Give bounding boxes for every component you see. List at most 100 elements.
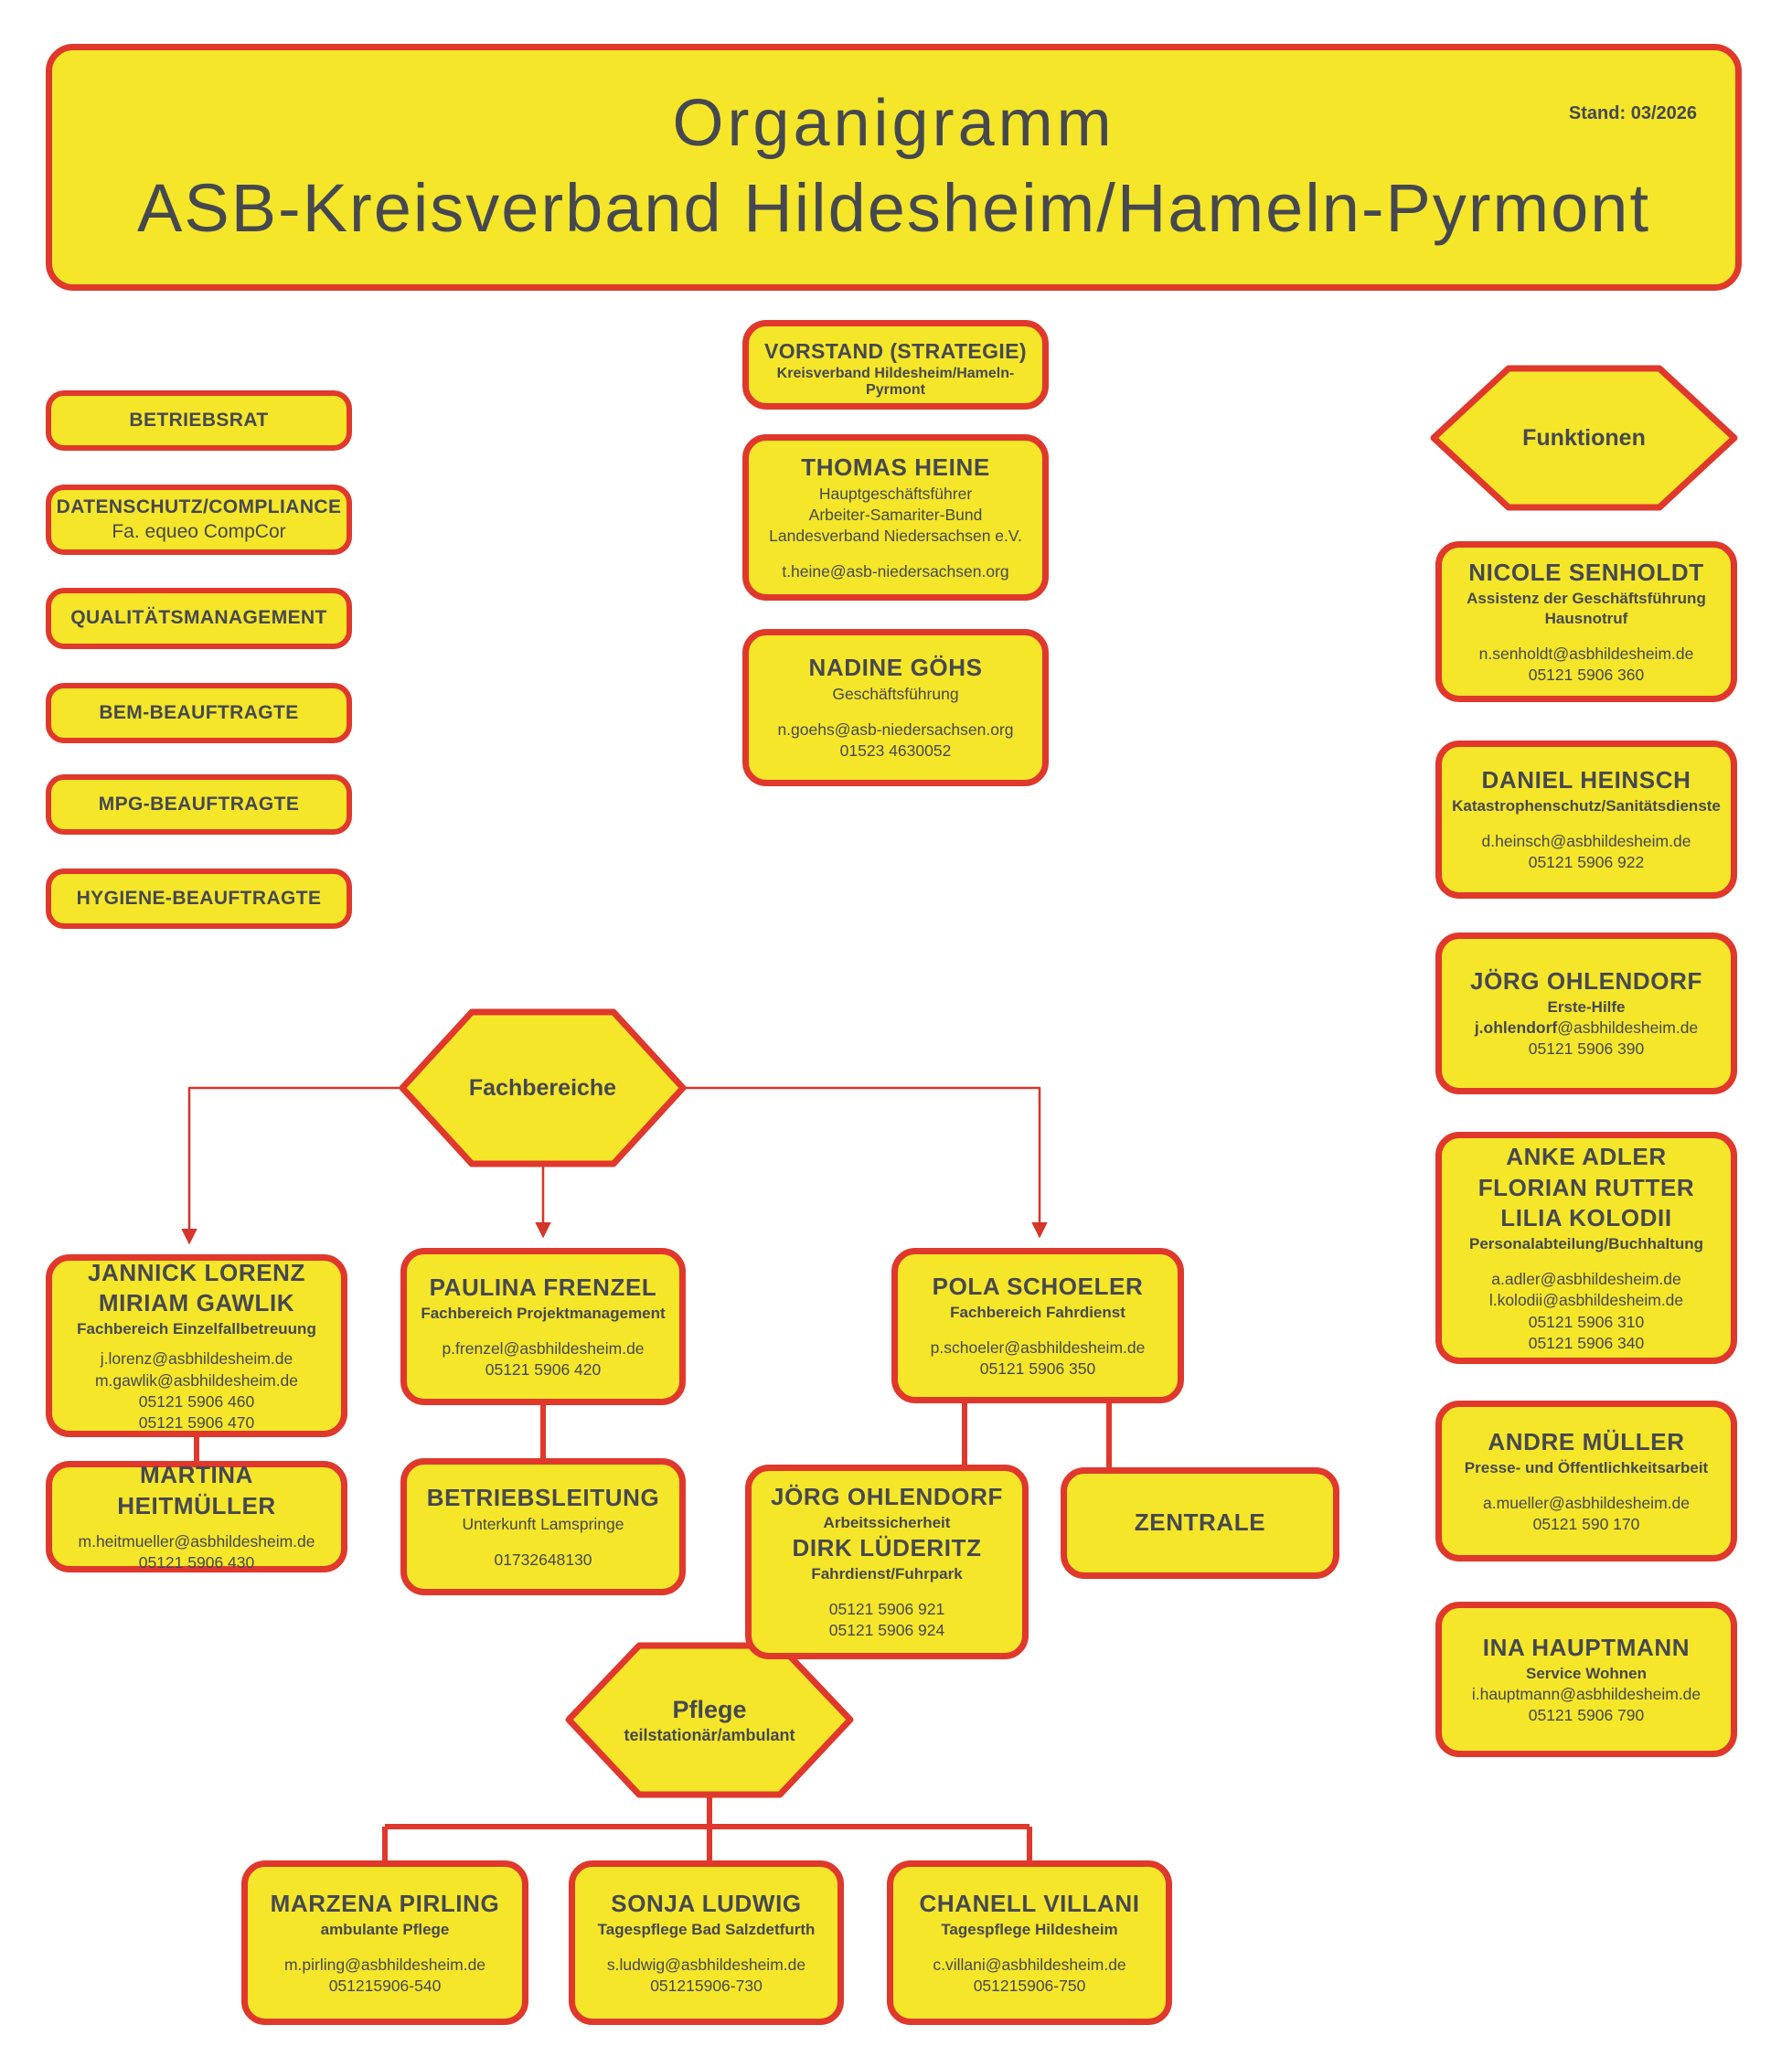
person-role: Assistenz der Geschäftsführung [1467, 589, 1706, 607]
person-role: Tagespflege Hildesheim [941, 1920, 1118, 1938]
person-name: PAULINA FRENZEL [429, 1273, 657, 1301]
contact-phone: 05121 590 170 [1532, 1514, 1640, 1533]
person-name: DANIEL HEINSCH [1481, 766, 1691, 794]
contact-phone: 01523 4630052 [839, 741, 952, 761]
person-name: LILIA KOLODII [1500, 1204, 1672, 1232]
contact-email: p.frenzel@asbhildesheim.de [442, 1338, 645, 1358]
node-zentrale: ZENTRALE [1061, 1467, 1339, 1579]
node-nadine-goehs: NADINE GÖHS Geschäftsführung n.goehs@asb… [742, 629, 1049, 786]
page-subtitle: ASB-Kreisverband Hildesheim/Hameln-Pyrmo… [136, 170, 1651, 247]
person-name: ANDRE MÜLLER [1488, 1427, 1685, 1455]
connector-thick-links [194, 1400, 1112, 1865]
contact-email: i.hauptmann@asbhildesheim.de [1471, 1684, 1701, 1703]
node-marzena-pirling: MARZENA PIRLING ambulante Pflege m.pirli… [241, 1860, 528, 2025]
node-paulina-frenzel: PAULINA FRENZEL Fachbereich Projektmanag… [400, 1248, 686, 1405]
contact-phone: 05121 5906 790 [1528, 1705, 1645, 1724]
contact-phone: 051215906-730 [650, 1976, 763, 1995]
person-name: ANKE ADLER [1506, 1142, 1667, 1170]
contact-phone: 05121 5906 350 [979, 1359, 1096, 1378]
contact-email: j.lorenz@asbhildesheim.de [100, 1349, 293, 1369]
contact-phone: 05121 5906 340 [1528, 1334, 1645, 1353]
contact-email: m.gawlik@asbhildesheim.de [94, 1370, 299, 1390]
node-nicole-senholdt: NICOLE SENHOLDT Assistenz der Geschäftsf… [1435, 541, 1737, 702]
person-role: Arbeiter-Samariter-Bund [808, 505, 983, 524]
pflege-hexagon-label: Pflege teilstationär/ambulant [569, 1646, 850, 1795]
contact-phone: 05121 5906 430 [138, 1552, 255, 1572]
funktionen-hexagon-label: Funktionen [1434, 368, 1734, 507]
contact-phone: 051215906-750 [973, 1976, 1086, 1995]
contact-email: m.pirling@asbhildesheim.de [283, 1955, 486, 1974]
contact-email: j.ohlendorf@asbhildesheim.de [1475, 1018, 1698, 1039]
node-title: BETRIEBSLEITUNG [426, 1483, 660, 1511]
connector-fachbereiche-right [683, 1086, 1048, 1239]
contact-block: d.heinsch@asbhildesheim.de 05121 5906 92… [1482, 831, 1691, 874]
person-name: POLA SCHOELER [932, 1272, 1144, 1300]
contact-phone: 05121 5906 922 [1528, 853, 1645, 872]
contact-block: n.goehs@asb-niedersachsen.org 01523 4630… [777, 719, 1013, 762]
contact-phone: 05121 5906 360 [1528, 665, 1645, 684]
person-role: Presse- und Öffentlichkeitsarbeit [1464, 1458, 1709, 1476]
node-einzelfallbetreuung: JANNICK LORENZ MIRIAM GAWLIK Fachbereich… [46, 1254, 347, 1437]
contact-email: c.villani@asbhildesheim.de [933, 1955, 1126, 1974]
node-subtitle: Unterkunft Lamspringe [462, 1514, 624, 1533]
contact-block: 05121 5906 921 05121 5906 924 [829, 1599, 945, 1642]
person-role: Katastrophenschutz/Sanitätsdienste [1452, 797, 1721, 815]
person-name: MARTINA HEITMÜLLER [117, 1460, 276, 1519]
person-role: Personalabteilung/Buchhaltung [1469, 1235, 1703, 1253]
contact-email-domain: @asbhildesheim.de [1557, 1018, 1699, 1038]
contact-email: p.schoeler@asbhildesheim.de [930, 1338, 1146, 1357]
contact-block: m.heitmueller@asbhildesheim.de 05121 590… [79, 1531, 315, 1574]
node-vorstand: VORSTAND (STRATEGIE) Kreisverband Hildes… [742, 320, 1049, 410]
node-personalabteilung: ANKE ADLER FLORIAN RUTTER LILIA KOLODII … [1435, 1132, 1737, 1364]
contact-block: j.lorenz@asbhildesheim.de m.gawlik@asbhi… [95, 1348, 298, 1434]
version-stamp: Stand: 03/2026 [1568, 103, 1697, 123]
node-chanell-villani: CHANELL VILLANI Tagespflege Hildesheim c… [887, 1860, 1172, 2025]
hex-subtitle: teilstationär/ambulant [624, 1725, 795, 1744]
person-role: Fahrdienst/Fuhrpark [811, 1565, 963, 1583]
person-name: JANNICK LORENZ [87, 1258, 306, 1286]
title-banner: Organigramm ASB-Kreisverband Hildesheim/… [46, 44, 1742, 291]
person-role: Geschäftsführung [832, 685, 959, 704]
node-andre-mueller: ANDRE MÜLLER Presse- und Öffentlichkeits… [1435, 1401, 1737, 1561]
node-joerg-ohlendorf-erste-hilfe: JÖRG OHLENDORF Erste-Hilfe j.ohlendorf@a… [1435, 933, 1737, 1094]
hex-title: Funktionen [1522, 424, 1646, 451]
node-label: BEM-BEAUFTRAGTE [99, 701, 299, 723]
person-name: FLORIAN RUTTER [1477, 1173, 1695, 1201]
contact-email: n.goehs@asb-niedersachsen.org [777, 720, 1014, 740]
contact-phone: 051215906-540 [328, 1976, 442, 1995]
person-name: JÖRG OHLENDORF [771, 1483, 1003, 1511]
person-name: NADINE GÖHS [808, 654, 983, 682]
contact-email: l.kolodii@asbhildesheim.de [1488, 1291, 1684, 1310]
contact-block: p.schoeler@asbhildesheim.de 05121 5906 3… [931, 1338, 1146, 1380]
node-thomas-heine: THOMAS HEINE Hauptgeschäftsführer Arbeit… [742, 434, 1049, 601]
node-label: QUALITÄTSMANAGEMENT [70, 607, 327, 629]
contact-phone: 05121 5906 921 [828, 1600, 945, 1619]
person-role: Hauptgeschäftsführer [818, 484, 973, 503]
fachbereiche-hexagon [399, 1008, 687, 1167]
contact-email-user: j.ohlendorf [1474, 1018, 1558, 1038]
contact-phone: 05121 5906 924 [828, 1621, 945, 1640]
node-title: VORSTAND (STRATEGIE) [764, 339, 1027, 363]
node-datenschutz-compliance: DATENSCHUTZ/COMPLIANCE Fa. equeo CompCor [46, 485, 352, 555]
person-role: Tagespflege Bad Salzdetfurth [597, 1920, 816, 1938]
contact-block: a.mueller@asbhildesheim.de 05121 590 170 [1483, 1493, 1690, 1536]
node-hygiene-beauftragte: HYGIENE-BEAUFTRAGTE [46, 869, 352, 929]
node-pola-schoeler: POLA SCHOELER Fachbereich Fahrdienst p.s… [891, 1248, 1184, 1403]
person-name: CHANELL VILLANI [919, 1889, 1140, 1917]
contact-phone: 05121 5906 310 [1528, 1312, 1645, 1331]
contact-email: a.mueller@asbhildesheim.de [1483, 1493, 1690, 1512]
contact-email: n.senholdt@asbhildesheim.de [1478, 644, 1694, 663]
person-role: Landesverband Niedersachsen e.V. [769, 526, 1022, 545]
contact-email: t.heine@asb-niedersachsen.org [782, 561, 1009, 581]
contact-phone: 05121 5906 470 [138, 1413, 255, 1433]
node-qualitaetsmanagement: QUALITÄTSMANAGEMENT [46, 588, 352, 649]
contact-block: n.senholdt@asbhildesheim.de 05121 5906 3… [1479, 644, 1694, 687]
person-role: Fachbereich Projektmanagement [421, 1304, 666, 1322]
node-betriebsleitung: BETRIEBSLEITUNG Unterkunft Lamspringe 01… [400, 1458, 686, 1595]
person-role: Service Wohnen [1526, 1664, 1647, 1682]
contact-block: i.hauptmann@asbhildesheim.de 05121 5906 … [1472, 1684, 1701, 1727]
contact-phone: 01732648130 [494, 1550, 592, 1569]
person-role: ambulante Pflege [320, 1920, 450, 1938]
node-label: DATENSCHUTZ/COMPLIANCE [56, 496, 342, 518]
